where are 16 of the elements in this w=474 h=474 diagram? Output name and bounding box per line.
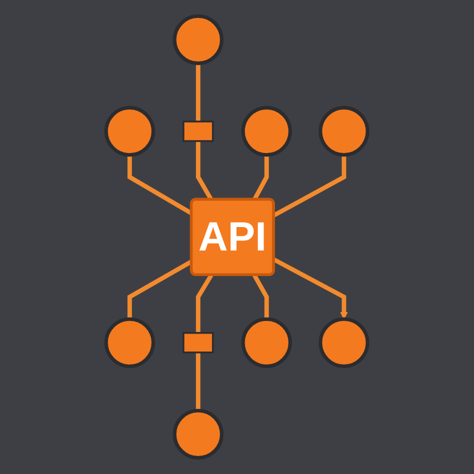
- node-circle: [172, 14, 224, 66]
- connector: [273, 154, 346, 218]
- node-box: [182, 332, 214, 354]
- node-circle: [318, 317, 370, 368]
- node-circle: [104, 106, 156, 157]
- connector: [196, 63, 201, 122]
- node-circle: [241, 317, 292, 368]
- node-circle: [172, 408, 224, 460]
- node-circle: [104, 317, 156, 368]
- connector: [252, 274, 270, 320]
- node-circle: [241, 106, 292, 157]
- node-circle: [318, 106, 370, 157]
- node-box: [182, 120, 214, 142]
- connector: [196, 352, 201, 411]
- connector: [196, 274, 214, 333]
- arrow: [273, 258, 348, 320]
